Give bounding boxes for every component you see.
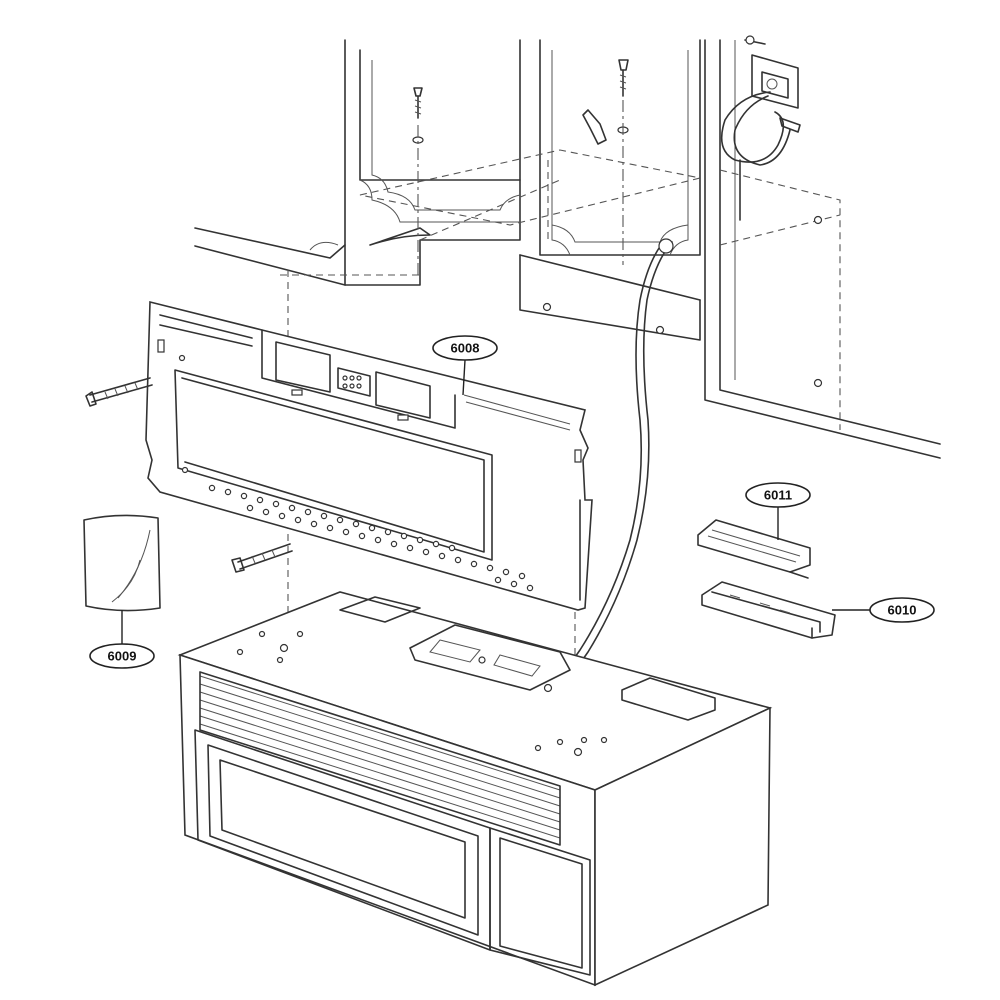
mounting-plate xyxy=(145,300,593,611)
exhaust-adaptor xyxy=(701,581,836,639)
vent-grille xyxy=(199,671,561,846)
plate-hole-row xyxy=(208,484,534,592)
callout-6008-label: 6008 xyxy=(451,341,480,356)
microwave-oven xyxy=(177,591,773,987)
damper-plate xyxy=(697,519,811,579)
screw-bottom xyxy=(231,543,293,573)
callout-6011: 6011 xyxy=(745,482,811,540)
toggle-bolt-right xyxy=(582,59,629,145)
toggle-bolt-left xyxy=(412,87,424,144)
callout-6010: 6010 xyxy=(832,597,935,623)
callout-6011-label: 6011 xyxy=(764,488,792,503)
template-bag xyxy=(83,514,161,612)
callout-6008: 6008 xyxy=(432,335,498,396)
screw-left xyxy=(85,377,153,407)
power-cord xyxy=(547,91,801,695)
wall-outlet xyxy=(744,35,799,109)
callout-6009: 6009 xyxy=(89,610,155,669)
callout-6010-label: 6010 xyxy=(888,603,917,618)
callout-6009-label: 6009 xyxy=(108,649,137,664)
upper-cabinets xyxy=(194,39,941,459)
